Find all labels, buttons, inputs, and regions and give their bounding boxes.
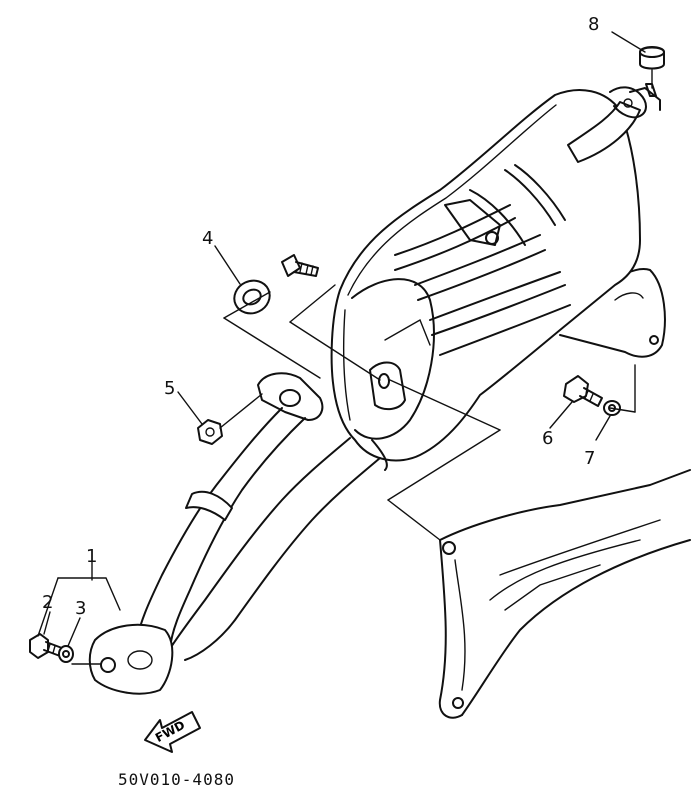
nut-5 <box>197 419 223 445</box>
callout-5: 5 <box>164 378 176 399</box>
callout-1: 1 <box>86 546 98 567</box>
muffler <box>330 83 661 462</box>
leader-lines <box>37 31 653 665</box>
part-number: 50V010-4080 <box>118 770 235 789</box>
callout-2: 2 <box>42 592 54 613</box>
washer-3 <box>58 645 74 663</box>
callout-6: 6 <box>542 428 554 449</box>
callout-8: 8 <box>588 14 600 35</box>
exhaust-pipe <box>88 372 388 695</box>
frame-bracket <box>438 469 691 719</box>
gasket-4 <box>233 279 271 315</box>
bolt-upper <box>281 254 319 277</box>
callout-7: 7 <box>584 448 596 469</box>
fwd-arrow-icon: FWD <box>144 711 201 753</box>
bolt-6 <box>563 375 603 407</box>
bolt-2 <box>29 633 63 659</box>
grommet-8 <box>639 46 665 70</box>
callout-3: 3 <box>75 598 87 619</box>
callout-4: 4 <box>202 228 214 249</box>
